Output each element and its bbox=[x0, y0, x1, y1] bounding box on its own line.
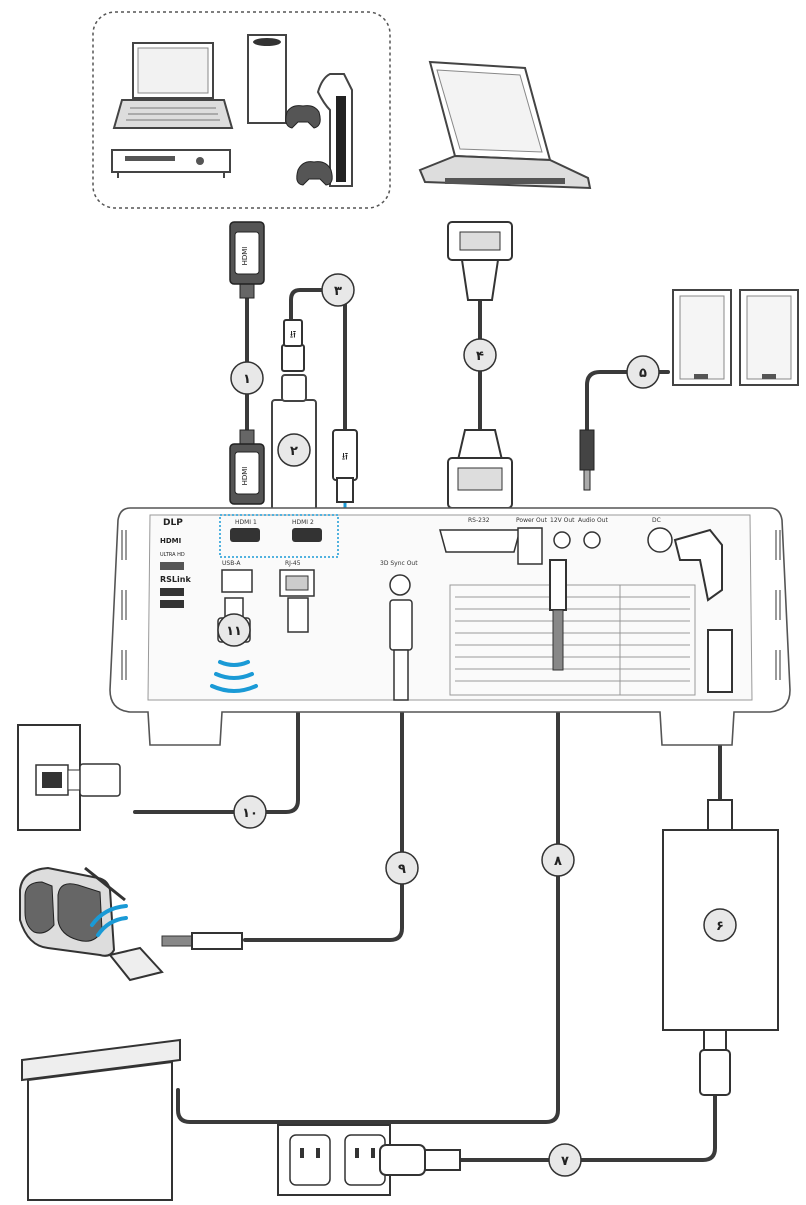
rslink-logo: RSLink bbox=[160, 575, 191, 584]
svg-text:۳: ۳ bbox=[334, 284, 342, 299]
svg-text:⭿: ⭿ bbox=[290, 330, 296, 341]
3d-sync-plug bbox=[389, 599, 413, 701]
svg-text:۵: ۵ bbox=[639, 366, 647, 381]
callout-1: ۱ bbox=[230, 361, 264, 395]
glasses-3d-icon bbox=[19, 866, 126, 957]
svg-text:۱: ۱ bbox=[243, 372, 251, 387]
dc-plug bbox=[673, 528, 733, 693]
callout-5: ۵ bbox=[626, 355, 660, 389]
3d-sync-port bbox=[389, 574, 411, 596]
callout-11: ۱۱ bbox=[217, 613, 251, 647]
12v-port bbox=[553, 531, 571, 549]
power-adapter-icon bbox=[662, 799, 779, 1096]
callout-9: ۹ bbox=[385, 851, 419, 885]
ultra-hd-logo: ULTRA HD bbox=[160, 552, 185, 558]
svg-text:۱۱: ۱۱ bbox=[226, 624, 242, 639]
dc-label: DC bbox=[652, 517, 661, 524]
dlp-logo: DLP bbox=[163, 518, 183, 528]
usb-plug-projector: ⭿ bbox=[332, 429, 358, 503]
3d-emitter bbox=[108, 932, 243, 982]
wifi-icon-glasses bbox=[90, 904, 128, 937]
source-devices-box bbox=[92, 11, 391, 209]
callout-10: ۱۰ bbox=[233, 795, 267, 829]
rs232-plug-top bbox=[447, 221, 513, 301]
usb-a-port bbox=[221, 569, 253, 593]
callout-2: ۲ bbox=[277, 433, 311, 467]
source-devices-group bbox=[92, 11, 391, 209]
dc-port bbox=[647, 527, 673, 553]
svg-text:۶: ۶ bbox=[716, 919, 724, 934]
svg-text:۲: ۲ bbox=[290, 444, 298, 459]
hdmi-plug-top: HDMI bbox=[229, 221, 265, 299]
svg-text:HDMI: HDMI bbox=[241, 247, 249, 266]
ethernet-jack-icon bbox=[17, 724, 121, 831]
power-plug bbox=[379, 1144, 461, 1176]
hdmi-logo: HDMI bbox=[160, 537, 181, 545]
logos-column: DLP HDMI ULTRA HD RSLink bbox=[160, 518, 191, 608]
dvd-player-icon bbox=[111, 149, 231, 178]
cable-12v bbox=[176, 668, 560, 1124]
rs232-label: RS-232 bbox=[468, 517, 490, 524]
svg-text:⭿: ⭿ bbox=[342, 452, 348, 463]
projection-screen-icon bbox=[21, 1038, 181, 1201]
game-console-icon bbox=[247, 34, 287, 124]
speaker-icon bbox=[672, 289, 799, 386]
rj45-label: RJ-45 bbox=[285, 560, 301, 567]
svg-text:۸: ۸ bbox=[554, 854, 562, 869]
hdmi1-port bbox=[230, 528, 260, 542]
callout-8: ۸ bbox=[541, 843, 575, 877]
12v-plug bbox=[549, 559, 567, 671]
usb-a-label: USB-A bbox=[222, 560, 241, 567]
ps-console-icon bbox=[316, 73, 353, 187]
3d-sync-label: 3D Sync Out bbox=[380, 560, 418, 567]
cable-3d-sync bbox=[243, 698, 404, 942]
power-out-port bbox=[517, 527, 543, 565]
rj45-plug bbox=[287, 597, 309, 633]
svg-text:HDMI: HDMI bbox=[241, 467, 249, 486]
audio-out-label: Audio Out bbox=[578, 517, 608, 524]
cable-lan bbox=[133, 628, 300, 814]
svg-text:۷: ۷ bbox=[561, 1154, 569, 1169]
projector-body: DLP HDMI ULTRA HD RSLink HDMI 1 HDMI 2 U… bbox=[109, 507, 791, 746]
callout-7: ۷ bbox=[548, 1143, 582, 1177]
audio-out-port bbox=[583, 531, 601, 549]
gamepad-icon bbox=[285, 105, 321, 129]
hdmi-plug-bottom: HDMI bbox=[229, 429, 265, 505]
wall-outlet-icon bbox=[277, 1124, 391, 1196]
cables-group bbox=[133, 288, 722, 1162]
laptop-icon bbox=[112, 42, 234, 129]
laptop-icon-rs232 bbox=[418, 60, 592, 190]
12v-label: 12V Out bbox=[550, 517, 575, 524]
hdmi1-label: HDMI 1 bbox=[235, 519, 257, 526]
callout-6: ۶ bbox=[703, 908, 737, 942]
svg-text:۴: ۴ bbox=[476, 349, 484, 364]
usb-plug-dongle: ⭿ bbox=[281, 319, 305, 372]
audio-plug bbox=[579, 429, 595, 491]
callout-3: ۳ bbox=[321, 273, 355, 307]
callout-4: ۴ bbox=[463, 338, 497, 372]
power-out-label: Power Out bbox=[516, 517, 548, 524]
hdmi2-label: HDMI 2 bbox=[292, 519, 314, 526]
rs232-port bbox=[439, 529, 521, 553]
cable-power bbox=[456, 1093, 717, 1162]
svg-text:۹: ۹ bbox=[398, 862, 406, 877]
wifi-icon bbox=[210, 660, 258, 693]
cable-audio bbox=[585, 370, 670, 462]
rs232-plug-bottom bbox=[447, 429, 513, 509]
svg-text:۱۰: ۱۰ bbox=[242, 806, 258, 821]
callouts-group: ۱ ۲ ۳ ۴ ۵ ۶ ۷ ۸ bbox=[217, 273, 737, 1177]
hdmi2-port bbox=[292, 528, 322, 542]
gamepad-icon-2 bbox=[296, 161, 333, 186]
